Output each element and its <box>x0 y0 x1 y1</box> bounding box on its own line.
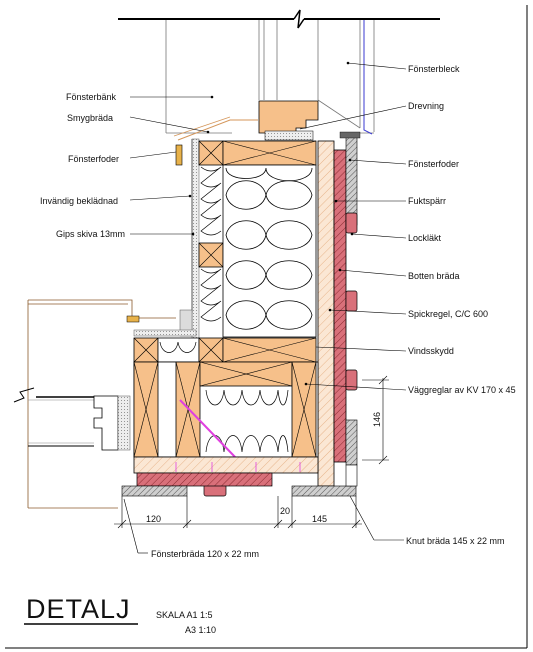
nogging <box>198 242 224 268</box>
label-spickregel: Spickregel, C/C 600 <box>408 309 488 319</box>
dim-145: 145 <box>312 514 327 524</box>
fonsterfoder-outer <box>345 132 358 226</box>
top-plate <box>198 140 317 166</box>
smygbrada-trim <box>177 119 258 141</box>
sill-plates <box>133 337 317 363</box>
label-fonsterbrada: Fönsterbräda 120 x 22 mm <box>151 549 259 559</box>
drawing-title: DETALJ <box>26 594 131 624</box>
bottom-cladding <box>136 472 273 487</box>
label-vindsskydd: Vindsskydd <box>408 346 454 356</box>
label-fuktsparr: Fuktspärr <box>408 196 446 206</box>
label-fonsterfoder-left: Fönsterfoder <box>68 154 119 164</box>
leader-lines <box>123 61 407 554</box>
scale-line-2: A3 1:10 <box>185 625 216 635</box>
drevning-sill <box>258 100 319 134</box>
dim-20: 20 <box>280 506 290 516</box>
window-frame <box>165 20 375 134</box>
label-fonsterfoder-right: Fönsterfoder <box>408 159 459 169</box>
label-botten-brada: Botten bräda <box>408 271 460 281</box>
label-smygbrada: Smygbräda <box>67 113 113 123</box>
lower-interior <box>27 299 176 509</box>
flashing-fonsterbleck <box>363 20 373 135</box>
label-fonsterbank: Fönsterbänk <box>66 92 117 102</box>
label-knut-brada: Knut bräda 145 x 22 mm <box>406 536 505 546</box>
botten-brada <box>317 140 335 487</box>
dim-120: 120 <box>146 514 161 524</box>
fonsterbrada-board <box>121 485 188 497</box>
knut-brada-upper <box>345 419 358 466</box>
scale-line-1: SKALA A1 1:5 <box>156 610 213 620</box>
label-locklakt: Lockläkt <box>408 233 442 243</box>
cladding-board <box>333 149 347 463</box>
label-gips-skiva: Gips skiva 13mm <box>56 229 125 239</box>
vapor-ticks <box>175 462 301 472</box>
locklakt-battens <box>203 212 358 497</box>
label-drevning: Drevning <box>408 101 444 111</box>
label-invandig-bekladnad: Invändig beklädnad <box>40 196 118 206</box>
gypsum-board <box>191 138 200 340</box>
drevning-seal <box>264 130 314 141</box>
break-line <box>118 9 440 29</box>
fonsterfoder-inner <box>175 144 183 166</box>
main-insulation <box>222 164 317 338</box>
wall-studs <box>133 361 319 459</box>
label-fonsterbleck: Fönsterbleck <box>408 64 460 74</box>
dim-146: 146 <box>372 412 382 427</box>
knut-brada-board <box>291 485 357 497</box>
insulation-strip <box>200 166 222 322</box>
dimension-lines <box>114 375 389 529</box>
label-vaggreglar: Väggreglar av KV 170 x 45 <box>408 385 516 395</box>
lower-window-section <box>13 387 131 451</box>
bottom-board <box>133 456 319 474</box>
